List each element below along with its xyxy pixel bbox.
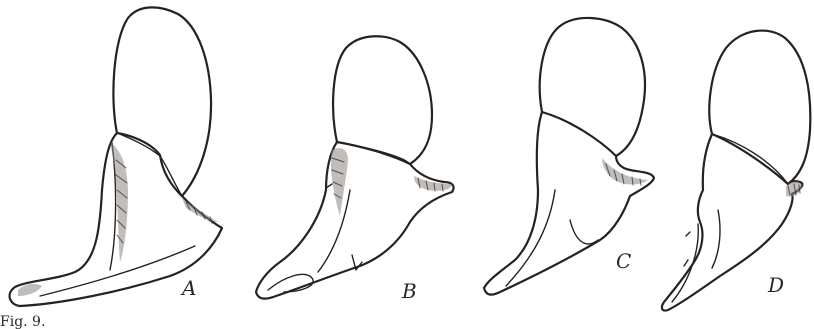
figure-caption: Fig. 9. [0,314,45,329]
loop-line-b [268,274,313,292]
body-outline-b [256,142,454,299]
body-inner-line-a [40,246,195,296]
label-a: A [180,276,196,300]
label-b: B [401,279,417,303]
spur-d [684,232,690,266]
upper-lobe-c [540,18,645,156]
lobe-joint-c [542,112,616,156]
notch-shade-b [414,176,452,191]
bone-drawing-d [662,31,810,311]
label-c: C [616,249,631,273]
label-d: D [767,273,784,297]
bone-drawing-b [256,36,454,298]
lobe-joint-b [337,142,410,164]
inner-crease-c [570,220,598,244]
lobe-joint-d [712,134,788,184]
bone-drawing-a [10,7,222,306]
inner-crease-d [712,210,720,268]
